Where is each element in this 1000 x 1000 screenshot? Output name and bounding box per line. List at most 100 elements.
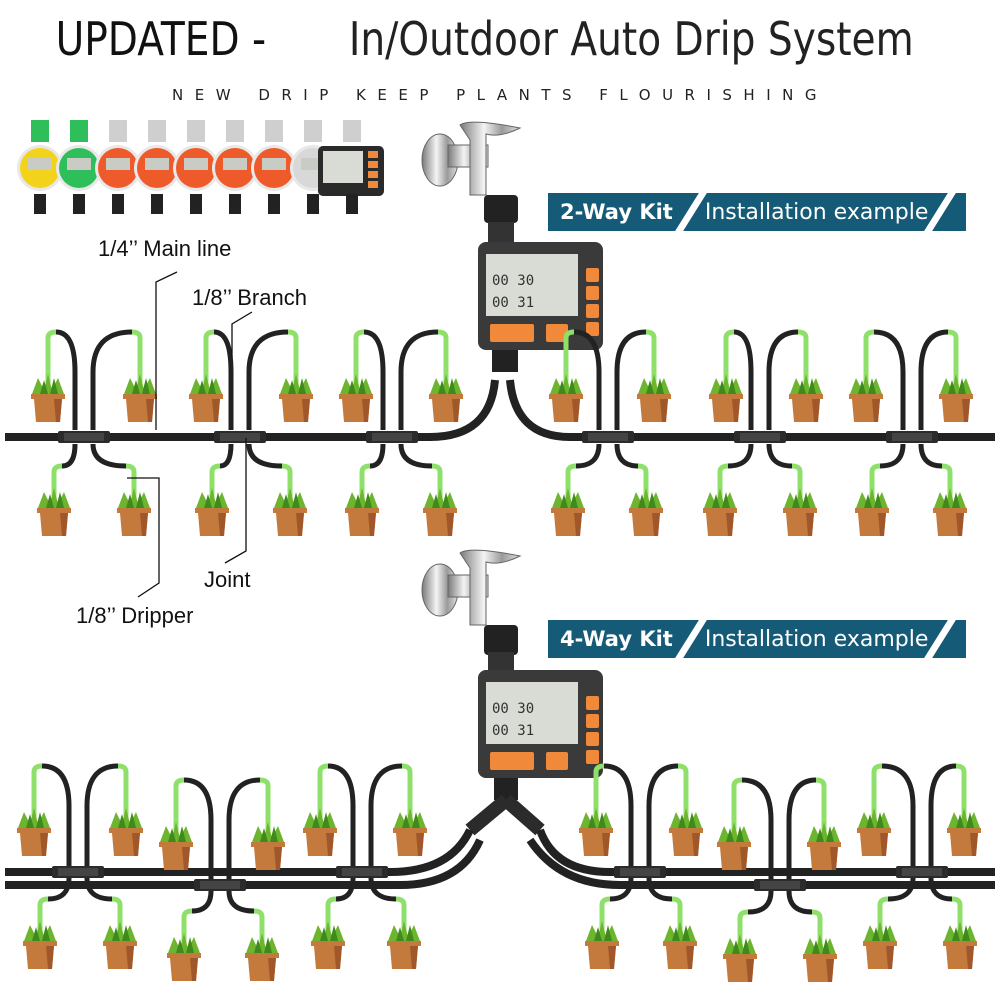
dripper-stake: [45, 329, 57, 394]
potted-plant: [551, 443, 602, 536]
potted-plant: [398, 329, 463, 430]
label-joint: Joint: [204, 567, 251, 592]
dripper-stake: [287, 329, 299, 394]
branch-tube: [90, 443, 127, 469]
timer-product-image: [95, 120, 141, 214]
drip-system-4way: [5, 763, 995, 982]
potted-plant: [246, 443, 307, 536]
pot-icon: [423, 488, 457, 536]
tee-joint: [58, 431, 110, 443]
potted-plant: [17, 763, 72, 866]
potted-plant: [786, 890, 837, 982]
branch-tube: [327, 763, 356, 866]
pot-icon: [167, 933, 201, 981]
svg-text:00 30: 00 30: [492, 701, 534, 717]
pot-icon: [943, 921, 977, 969]
potted-plant: [766, 329, 823, 430]
pot-icon: [723, 934, 757, 982]
pot-icon: [311, 921, 345, 969]
dripper-stake: [281, 463, 293, 508]
potted-plant: [928, 877, 977, 969]
tee-joint: [614, 866, 666, 878]
dripper-stake: [325, 896, 337, 941]
tee-joint: [734, 431, 786, 443]
potted-plant: [918, 329, 973, 430]
pot-icon: [251, 822, 285, 870]
branch-tube: [733, 329, 754, 430]
kit-label: 4-Way Kit: [560, 627, 673, 651]
branch-tube: [879, 443, 906, 469]
branch-tube: [183, 777, 214, 879]
pot-icon: [279, 374, 313, 422]
potted-plant: [863, 877, 916, 969]
pot-icon: [387, 921, 421, 969]
timer-product-image: [318, 120, 384, 214]
potted-plant: [646, 877, 697, 969]
dripper-stake: [671, 896, 683, 941]
banner-4way-kit: 4-Way Kit Installation example: [548, 617, 966, 661]
potted-plant: [23, 877, 72, 969]
pot-icon: [195, 488, 229, 536]
potted-plant: [368, 763, 427, 866]
pot-icon: [939, 374, 973, 422]
dripper-stake: [863, 329, 875, 394]
branch-tube: [191, 890, 214, 914]
dripper-stake: [111, 896, 123, 941]
potted-plant: [31, 329, 78, 430]
potted-plant: [849, 329, 906, 430]
example-label: Installation example: [704, 626, 929, 652]
dripper-stake: [317, 763, 329, 828]
pot-icon: [663, 921, 697, 969]
pot-icon: [783, 488, 817, 536]
tee-joint: [214, 431, 266, 443]
potted-plant: [398, 443, 457, 536]
pot-icon: [579, 808, 613, 856]
potted-plant: [226, 777, 285, 879]
tee-joint: [886, 431, 938, 443]
dripper-stake: [599, 896, 611, 941]
pot-icon: [429, 374, 463, 422]
water-timer-4way: 00 30 00 31: [465, 670, 603, 836]
pot-icon: [549, 374, 583, 422]
pot-icon: [669, 808, 703, 856]
pot-icon: [855, 488, 889, 536]
annotation-lines: [127, 271, 253, 598]
branch-tube: [61, 443, 78, 469]
slash-divider: [673, 190, 709, 234]
timer-product-image: [212, 120, 258, 214]
dripper-stake: [563, 329, 575, 394]
product-lineup-image: [17, 120, 384, 214]
branch-tube: [766, 443, 793, 469]
main-line-left-b: [5, 838, 484, 889]
pot-icon: [393, 808, 427, 856]
dripper-stake: [877, 896, 889, 941]
pot-icon: [303, 808, 337, 856]
example-label: Installation example: [704, 199, 929, 225]
timer-product-image: [134, 120, 180, 214]
timer-product-image: [173, 120, 219, 214]
branch-tube: [226, 777, 261, 879]
branch-tube: [727, 443, 754, 469]
dripper-stake: [869, 463, 881, 508]
branch-tube: [246, 329, 289, 430]
dripper-stake: [209, 463, 221, 508]
branch-tube: [766, 329, 799, 430]
potted-plant: [709, 329, 754, 430]
pot-icon: [273, 488, 307, 536]
branch-tube: [84, 763, 119, 866]
branch-tube: [55, 329, 78, 430]
dripper-stake: [645, 329, 657, 394]
dripper-stake: [737, 909, 749, 954]
lcd-time: 00 30: [492, 273, 534, 289]
branch-tube: [786, 777, 817, 879]
dripper-stake: [811, 909, 823, 954]
potted-plant: [918, 443, 967, 536]
branch-tube: [369, 443, 386, 469]
pot-icon: [807, 822, 841, 870]
timer-product-image: [17, 120, 63, 214]
dripper-stake: [951, 896, 963, 941]
pot-icon: [159, 822, 193, 870]
title-main: In/Outdoor Auto Drip System: [348, 12, 914, 66]
svg-text:00 31: 00 31: [492, 723, 534, 739]
